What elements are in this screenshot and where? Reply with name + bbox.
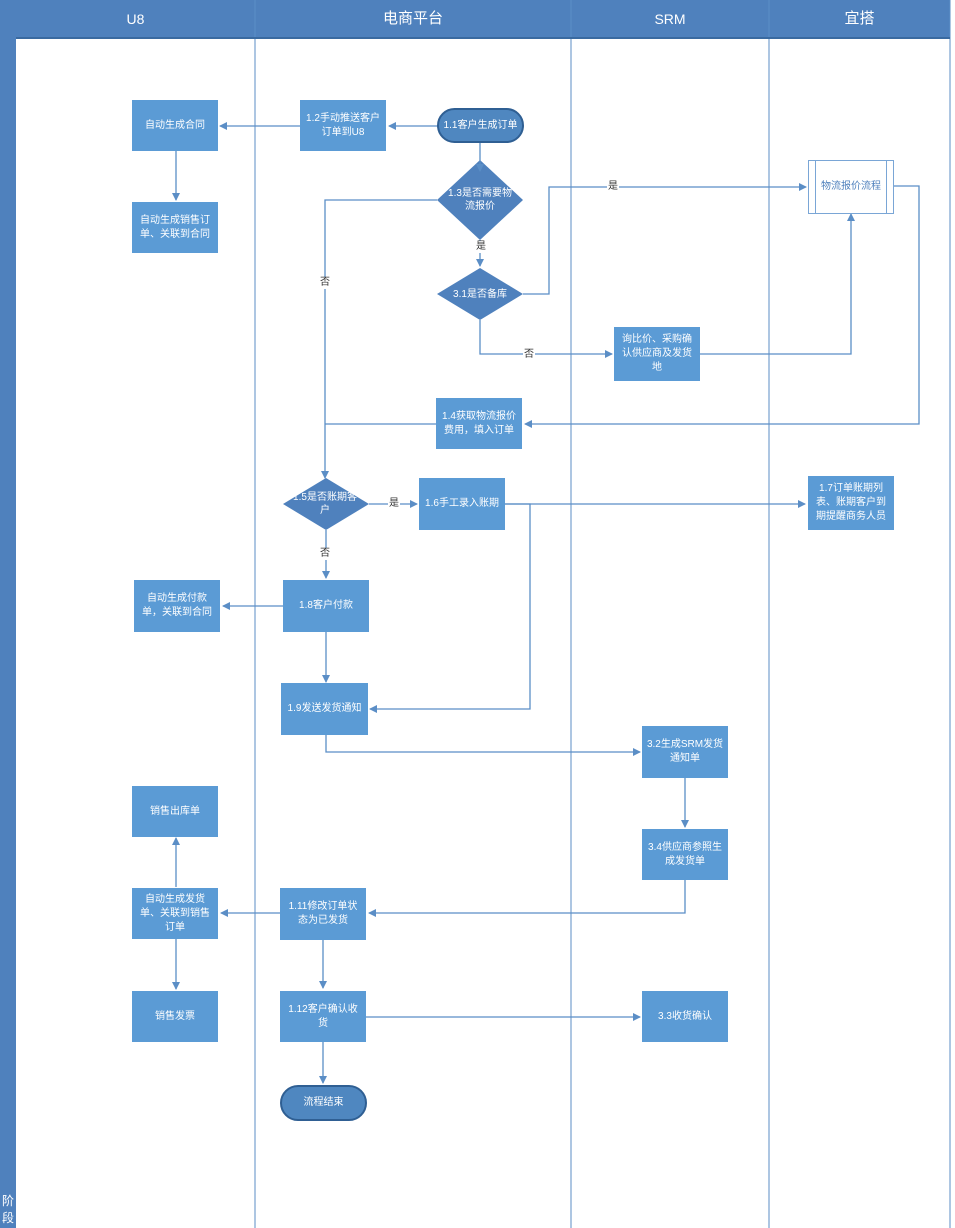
lane-title-u8: U8 xyxy=(126,11,145,27)
label-yes-stock: 是 xyxy=(475,241,487,253)
decision-stock xyxy=(437,268,523,320)
node-customer-pay: 1.8客户付款 xyxy=(283,580,369,632)
edge-stock-yes-to-logistics xyxy=(523,183,807,295)
side-stage-label: 阶段 xyxy=(1,1194,14,1225)
label-yes-credit: 是 xyxy=(388,498,400,510)
node-mark-shipped: 1.11修改订单状态为已发货 xyxy=(280,888,366,940)
edge-notice-to-srm xyxy=(325,735,641,756)
node-push-to-u8: 1.2手动推送客户订单到U8 xyxy=(300,100,386,151)
header-band xyxy=(0,0,950,38)
lane-title-srm: SRM xyxy=(654,11,686,27)
node-end: 流程结束 xyxy=(280,1085,367,1121)
node-u8-invoice: 销售发票 xyxy=(132,991,218,1042)
node-confirm-receipt: 1.12客户确认收货 xyxy=(280,991,366,1042)
node-receipt-confirm: 3.3收货确认 xyxy=(642,991,728,1042)
label-no-stock: 否 xyxy=(523,349,535,361)
node-u8-payment: 自动生成付款单，关联到合同 xyxy=(134,580,220,632)
lane-title-yida: 宜搭 xyxy=(844,10,875,27)
edge-inquiry-to-logistics xyxy=(700,213,855,355)
node-customer-order: 1.1客户生成订单 xyxy=(437,108,524,143)
decision-credit-customer xyxy=(283,478,369,530)
decision-need-quote-text: 1.3是否需要物流报价 xyxy=(448,188,512,212)
edge-supplier-to-shipped xyxy=(368,880,686,917)
edge-manual-to-notice xyxy=(369,503,531,713)
decision-stock-text: 3.1是否备库 xyxy=(453,288,507,300)
edge-stock-no-to-inquiry xyxy=(479,320,613,358)
lane-title-ecommerce: 电商平台 xyxy=(382,10,443,27)
node-u8-outbound: 销售出库单 xyxy=(132,786,218,837)
node-get-logistics-fee: 1.4获取物流报价费用，填入订单 xyxy=(436,398,522,449)
node-credit-reminder: 1.7订单账期列表、账期客户到期提醒商务人员 xyxy=(808,476,894,530)
node-inquiry: 询比价、采购确认供应商及发货地 xyxy=(614,327,700,381)
node-send-notice: 1.9发送发货通知 xyxy=(281,683,368,735)
label-no-credit: 否 xyxy=(319,548,331,560)
label-no-logistics: 否 xyxy=(319,277,331,289)
label-yes-logistics: 是 xyxy=(607,181,619,193)
node-u8-contract: 自动生成合同 xyxy=(132,100,218,151)
side-bar xyxy=(0,0,16,1228)
node-srm-notice: 3.2生成SRM发货通知单 xyxy=(642,726,728,778)
edge-logistics-to-fee xyxy=(524,185,920,428)
node-manual-credit: 1.6手工录入账期 xyxy=(419,478,505,530)
decision-credit-text: 1.5是否账期客户 xyxy=(293,492,357,516)
node-u8-sales-order: 自动生成销售订单、关联到合同 xyxy=(132,202,218,253)
node-supplier-ship: 3.4供应商参照生成发货单 xyxy=(642,829,728,880)
node-u8-delivery: 自动生成发货单、关联到销售订单 xyxy=(132,888,218,939)
decision-need-quote xyxy=(437,160,523,240)
node-logistics-quote-flow: 物流报价流程 xyxy=(808,160,894,214)
edge-quote-no-to-credit xyxy=(321,199,437,479)
